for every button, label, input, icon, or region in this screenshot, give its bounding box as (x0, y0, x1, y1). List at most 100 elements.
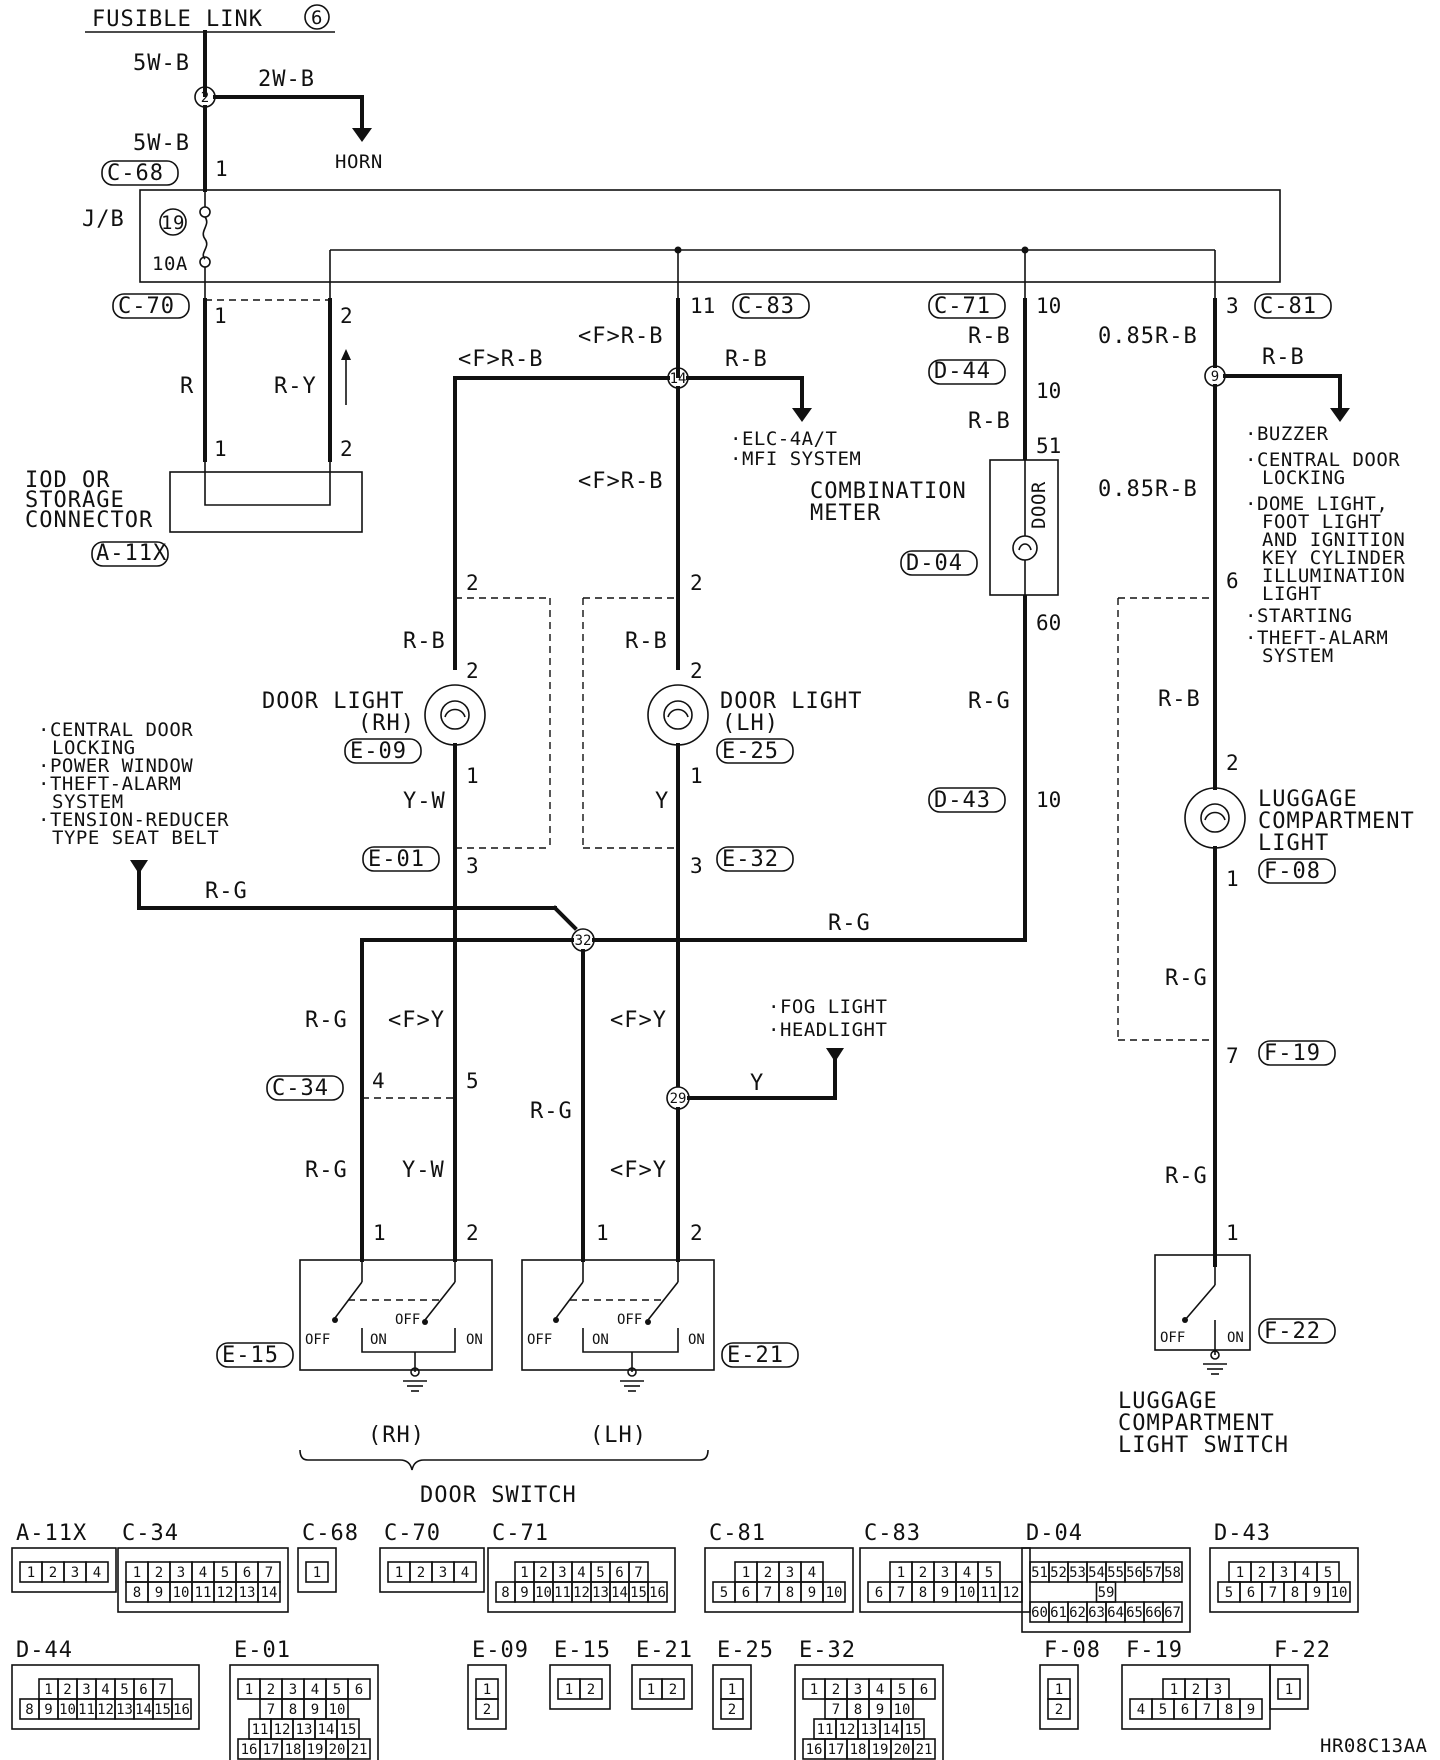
pin-c68-1: 1 (215, 157, 228, 181)
door-switch-rh-on1: ON (370, 1332, 387, 1348)
connector-pin: 10 (826, 1585, 843, 1601)
conn-d43: D-43 (934, 788, 991, 813)
connector-pin: 6 (1181, 1702, 1189, 1718)
connector-pin: 1 (483, 1682, 491, 1698)
connector-pin: 5 (720, 1585, 728, 1601)
connector-pin: 8 (289, 1702, 297, 1718)
luggage-light-label-1: LUGGAGE (1258, 787, 1358, 812)
wire-rg-d04: R-G (968, 689, 1011, 714)
door-switch-label: DOOR SWITCH (420, 1483, 577, 1508)
pin-e09-2b: 2 (466, 659, 479, 683)
wire-rb-f08: R-B (1158, 687, 1201, 712)
connector-pin: 61 (1050, 1605, 1067, 1621)
splice-2-label: 2 (201, 90, 209, 106)
luggage-light-label-2: COMPARTMENT (1258, 809, 1415, 834)
connector-pin: 14 (883, 1722, 900, 1738)
connector-pin: 3 (854, 1682, 862, 1698)
connector-pin: 1 (245, 1682, 253, 1698)
junction-block (139, 189, 1281, 283)
pin-f19-7: 7 (1226, 1044, 1239, 1068)
connector-pin: 1 (897, 1565, 905, 1581)
connector-pin: 1 (27, 1565, 35, 1581)
pin-e21-1: 1 (596, 1221, 609, 1245)
connector-pin: 6 (139, 1682, 147, 1698)
wire-yw-e09: Y-W (403, 789, 446, 814)
wire-rb-r2: 0.85R-B (1098, 477, 1198, 502)
connector-pin: 10 (329, 1702, 346, 1718)
pin-d44-10: 10 (1036, 379, 1061, 403)
buzzer-list-7: KEY CYLINDER (1262, 547, 1405, 569)
connector-pin: 54 (1088, 1565, 1105, 1581)
connector-pin: 2 (63, 1682, 71, 1698)
connector-pin: 8 (1291, 1585, 1299, 1601)
luggage-switch-on: ON (1227, 1330, 1244, 1346)
wire-rb-d44: R-B (968, 409, 1011, 434)
connector-pin: 17 (828, 1742, 845, 1758)
connector-pin: 6 (742, 1585, 750, 1601)
connector-pin: 2 (1055, 1702, 1063, 1718)
connector-view-label: E-32 (799, 1638, 856, 1663)
connector-pin: 4 (577, 1565, 585, 1581)
connector-pin: 4 (876, 1682, 884, 1698)
connector-view-label: D-43 (1214, 1521, 1271, 1546)
door-light-rh-label-2: (RH) (358, 711, 415, 736)
conn-e25: E-25 (722, 739, 779, 764)
connector-pin: 9 (44, 1702, 52, 1718)
connector-pin: 2 (1258, 1565, 1266, 1581)
buzzer-list-2: ·CENTRAL DOOR (1245, 449, 1400, 471)
connector-pin: 16 (241, 1742, 258, 1758)
connector-view-label: E-21 (636, 1638, 693, 1663)
connector-pin: 7 (1203, 1702, 1211, 1718)
elc-list-2: ·MFI SYSTEM (730, 448, 861, 470)
connector-pin: 7 (1269, 1585, 1277, 1601)
connector-pin: 2 (539, 1565, 547, 1581)
connector-view-label: C-68 (302, 1521, 359, 1546)
wire-fy-left: <F>Y (388, 1008, 445, 1033)
pin-f22-1: 1 (1226, 1221, 1239, 1245)
splice-14-label: 14 (670, 371, 687, 387)
connector-pin: 3 (558, 1565, 566, 1581)
conn-c70: C-70 (118, 294, 175, 319)
connector-view-label: F-08 (1044, 1638, 1101, 1663)
pin-d43-10: 10 (1036, 788, 1061, 812)
connector-pin: 5 (1159, 1702, 1167, 1718)
buzzer-list-12: SYSTEM (1262, 645, 1334, 667)
pin-d04-60: 60 (1036, 611, 1061, 635)
luggage-switch-off: OFF (1160, 1330, 1185, 1346)
connector-pin: 12 (1003, 1585, 1020, 1601)
connector-pin: 1 (1170, 1682, 1178, 1698)
connector-pin: 11 (195, 1585, 212, 1601)
connector-pin: 58 (1164, 1565, 1181, 1581)
connector-pin: 3 (289, 1682, 297, 1698)
connector-pin: 8 (501, 1585, 509, 1601)
connector-pin: 65 (1126, 1605, 1143, 1621)
connector-pin: 2 (1192, 1682, 1200, 1698)
connector-pin: 4 (963, 1565, 971, 1581)
connector-pin: 13 (116, 1702, 133, 1718)
connector-pin: 9 (808, 1585, 816, 1601)
connector-pin: 64 (1107, 1605, 1124, 1621)
horn-label: HORN (335, 151, 383, 173)
connector-pin: 7 (897, 1585, 905, 1601)
connector-pin: 13 (861, 1722, 878, 1738)
connector-pin: 9 (155, 1585, 163, 1601)
connector-pin: 67 (1164, 1605, 1181, 1621)
wire-fy-low: <F>Y (610, 1158, 667, 1183)
connector-view-label: D-44 (16, 1638, 73, 1663)
connector-pin: 55 (1107, 1565, 1124, 1581)
buzzer-list-3: LOCKING (1262, 467, 1346, 489)
wire-rg-left: R-G (205, 879, 248, 904)
buzzer-list-5: FOOT LIGHT (1262, 511, 1381, 533)
door-light-rh-lamp (424, 684, 486, 746)
connector-pin: 2 (764, 1565, 772, 1581)
door-switch-lh: OFF ON OFF ON (521, 1259, 715, 1392)
connector-pin: 5 (1225, 1585, 1233, 1601)
door-indicator-label: DOOR (1028, 481, 1050, 529)
jb-label: J/B (82, 207, 125, 232)
luggage-switch-label-3: LIGHT SWITCH (1118, 1433, 1289, 1458)
connector-view-label: E-25 (717, 1638, 774, 1663)
